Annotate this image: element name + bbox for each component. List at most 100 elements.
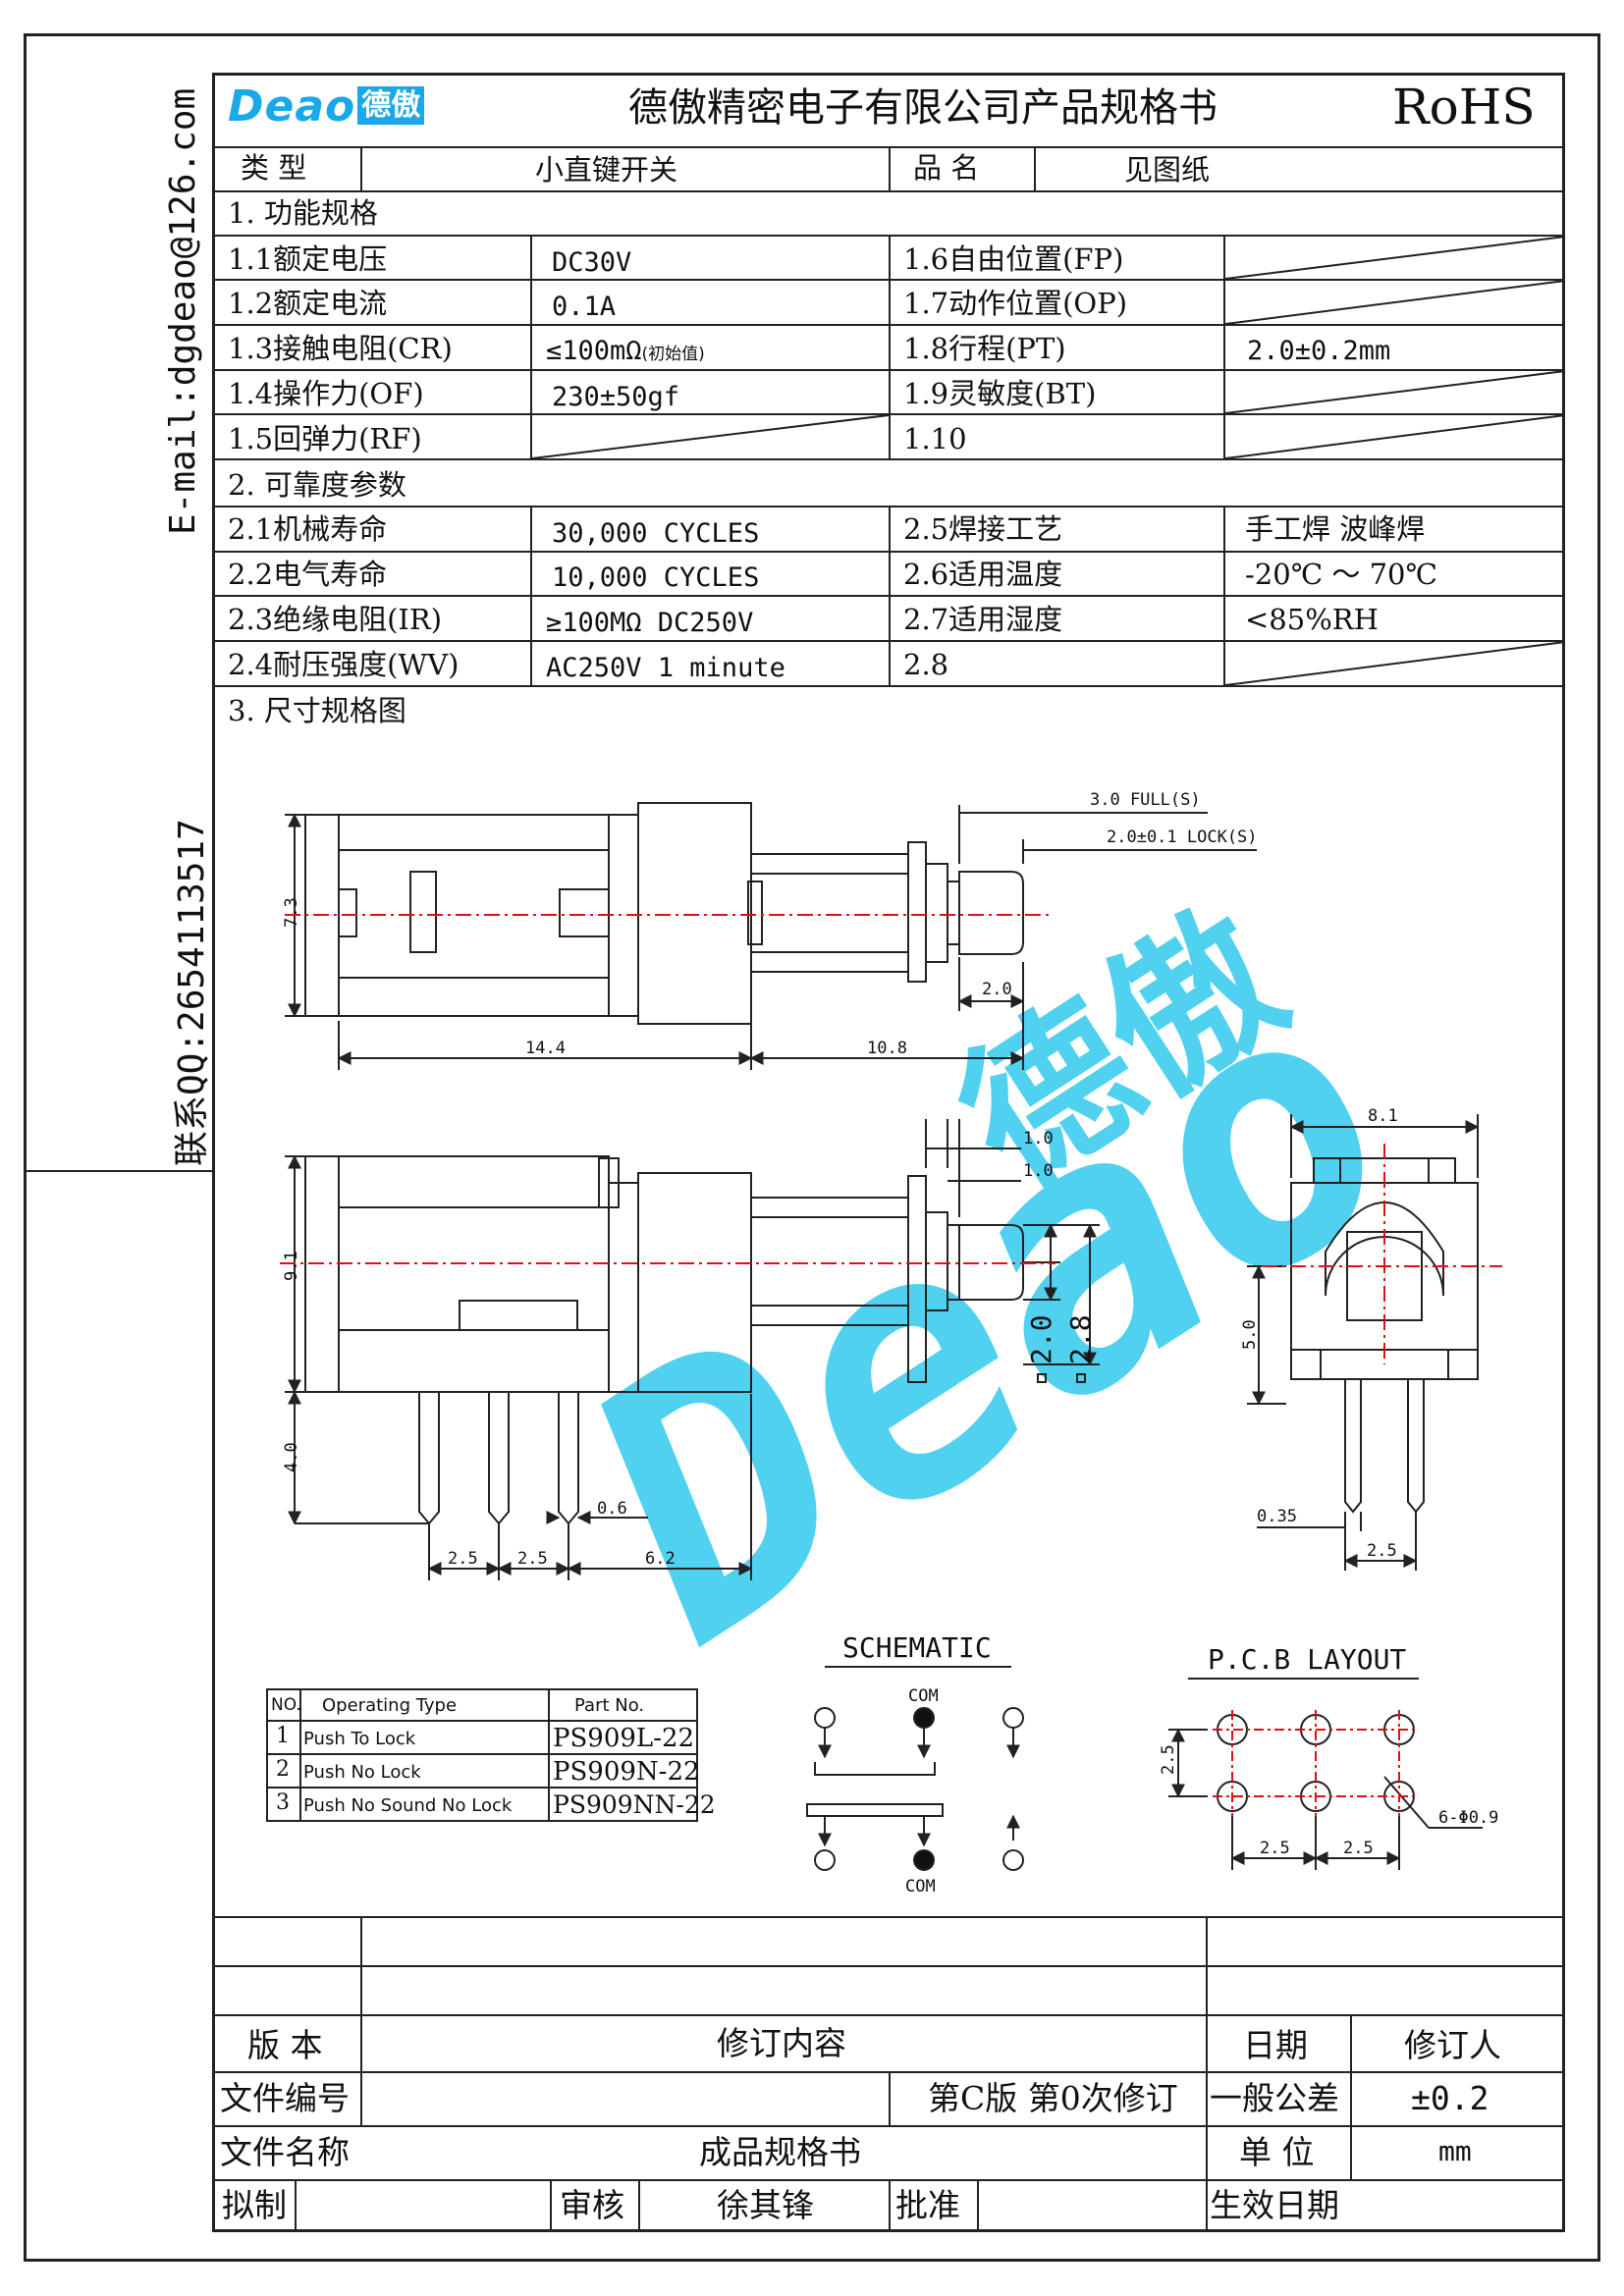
- name-label: 品 名: [913, 151, 980, 185]
- s1-r2-value: 0.1A: [552, 292, 617, 322]
- pcb-layout: P.C.B LAYOUT 2.5 2.5: [1159, 1643, 1498, 1870]
- dim-p25a: 2.5: [448, 1549, 478, 1569]
- s1-r4-label: 1.4操作力(OF): [228, 377, 424, 410]
- parts-row1-type: Push To Lock: [303, 1729, 416, 1749]
- reviser-label: 修订人: [1404, 2026, 1501, 2064]
- center-lines: [280, 914, 1502, 1364]
- parts-row2-part: PS909N-22: [553, 1757, 700, 1787]
- side-divider: [24, 1170, 212, 1172]
- dim-h1: 7.3: [282, 897, 301, 928]
- effective-label: 生效日期: [1210, 2186, 1339, 2224]
- s2-r1-value2: 手工焊 波峰焊: [1245, 512, 1426, 546]
- s1-r5-label2: 1.10: [903, 422, 967, 455]
- parts-header-part: Part No.: [574, 1695, 645, 1716]
- s2-r1-value: 30,000 CYCLES: [552, 518, 760, 549]
- pcb-title: P.C.B LAYOUT: [1208, 1643, 1406, 1676]
- revision-label: 修订内容: [717, 2024, 846, 2062]
- s1-r1-label: 1.1额定电压: [228, 242, 388, 276]
- parts-row2-no: 2: [276, 1757, 290, 1782]
- schematic-diagram: SCHEMATIC COM COM: [806, 1631, 1024, 1896]
- dim-p62: 6.2: [645, 1549, 676, 1569]
- rohs-label: RoHS: [1392, 79, 1536, 135]
- parts-table: NO. Operating Type Part No. 1 Push To Lo…: [266, 1688, 716, 1822]
- s1-r3-value: ≤100mΩ(初始值): [546, 338, 705, 364]
- parts-header-type: Operating Type: [322, 1695, 458, 1716]
- dim-s035: 0.35: [1257, 1507, 1297, 1526]
- docname-label: 文件名称: [220, 2133, 350, 2171]
- dim-w2: 10.8: [867, 1039, 907, 1058]
- dim-p25b: 2.5: [517, 1549, 548, 1569]
- s2-r4-label: 2.4耐压强度(WV): [228, 648, 460, 681]
- approve-label: 批准: [895, 2186, 960, 2224]
- s2-r4-label2: 2.8: [903, 648, 949, 681]
- outer-frame: [24, 33, 1600, 2262]
- dim-lock: 2.0±0.1 LOCK(S): [1107, 828, 1258, 847]
- dim-h3: 4.0: [282, 1442, 301, 1472]
- dim-full: 3.0 FULL(S): [1090, 790, 1201, 810]
- s2-r3-label2: 2.7适用湿度: [903, 603, 1063, 636]
- logo-cn: 德傲: [357, 86, 425, 125]
- dim-d10b: 1.0: [1023, 1161, 1054, 1181]
- s1-r3-label: 1.3接触电阻(CR): [228, 332, 453, 365]
- dim-d20: 2.0: [982, 980, 1012, 999]
- type-label: 类 型: [241, 151, 307, 185]
- s2-r4-value: AC250V 1 minute: [546, 653, 785, 683]
- dim-s50: 5.0: [1240, 1319, 1260, 1350]
- date-label: 日期: [1243, 2026, 1308, 2064]
- section3-title: 3. 尺寸规格图: [228, 694, 406, 727]
- parts-row3-part: PS909NN-22: [553, 1790, 716, 1819]
- s1-r2-label: 1.2额定电流: [228, 287, 388, 320]
- s2-r3-label: 2.3绝缘电阻(IR): [228, 603, 443, 636]
- schematic-title: SCHEMATIC: [842, 1631, 992, 1664]
- pcb-pitch-h1: 2.5: [1260, 1839, 1290, 1858]
- parts-row1-no: 1: [276, 1724, 290, 1748]
- dim-v28: 2.8: [1064, 1314, 1097, 1364]
- review-value: 徐其锋: [717, 2186, 814, 2224]
- com-top-label: COM: [908, 1686, 939, 1706]
- section1-title: 1. 功能规格: [228, 196, 378, 230]
- s2-r3-value2: <85%RH: [1245, 603, 1379, 636]
- s2-r2-label2: 2.6适用温度: [903, 558, 1063, 591]
- drafter-label: 拟制: [222, 2186, 287, 2224]
- parts-row3-type: Push No Sound No Lock: [303, 1795, 513, 1816]
- s2-r2-value2: -20℃ ～ 70℃: [1245, 558, 1437, 591]
- empty-cell-diagonals: [531, 236, 1566, 686]
- tolerance-value: ±0.2: [1411, 2079, 1489, 2117]
- s2-r2-value: 10,000 CYCLES: [552, 562, 760, 593]
- pcb-pitch-h2: 2.5: [1343, 1839, 1374, 1858]
- dim-w1: 14.4: [525, 1039, 566, 1058]
- s1-r4-value: 230±50gf: [552, 382, 680, 412]
- document-title: 德傲精密电子有限公司产品规格书: [628, 85, 1218, 131]
- tolerance-label: 一般公差: [1210, 2079, 1339, 2117]
- parts-row3-no: 3: [276, 1790, 290, 1815]
- s2-r2-label: 2.2电气寿命: [228, 558, 388, 591]
- pcb-pitch-v: 2.5: [1159, 1744, 1178, 1775]
- edition-value: 第C版 第0次修订: [928, 2079, 1178, 2117]
- s2-r1-label2: 2.5焊接工艺: [903, 512, 1063, 546]
- s1-r3-value2: 2.0±0.2mm: [1247, 336, 1391, 366]
- dimension-drawing: Deao 德傲: [280, 790, 1502, 1896]
- s1-r5-label: 1.5回弹力(RF): [228, 422, 422, 455]
- docno-label: 文件编号: [220, 2079, 350, 2117]
- s1-r3-label2: 1.8行程(PT): [903, 332, 1066, 365]
- contact-resistance: ≤100mΩ: [546, 336, 642, 366]
- dim-p06: 0.6: [597, 1499, 627, 1519]
- section2-title: 2. 可靠度参数: [228, 468, 406, 502]
- com-bottom-label: COM: [905, 1877, 936, 1896]
- docname-value: 成品规格书: [699, 2133, 861, 2171]
- parts-row1-part: PS909L-22: [553, 1724, 695, 1753]
- dim-d10a: 1.0: [1023, 1129, 1054, 1148]
- logo-latin: Deao: [228, 81, 356, 132]
- version-label: 版 本: [247, 2026, 323, 2064]
- name-value: 见图纸: [1124, 153, 1211, 187]
- s2-r3-value: ≥100MΩ DC250V: [546, 608, 754, 638]
- parts-row2-type: Push No Lock: [303, 1762, 421, 1783]
- s2-r1-label: 2.1机械寿命: [228, 512, 388, 546]
- dim-h2: 9.1: [282, 1251, 301, 1281]
- s1-r4-label2: 1.9灵敏度(BT): [903, 377, 1097, 410]
- type-value: 小直键开关: [535, 153, 678, 187]
- s1-r1-label2: 1.6自由位置(FP): [903, 242, 1124, 276]
- dim-s25: 2.5: [1367, 1541, 1397, 1561]
- parts-header-no: NO.: [271, 1695, 301, 1715]
